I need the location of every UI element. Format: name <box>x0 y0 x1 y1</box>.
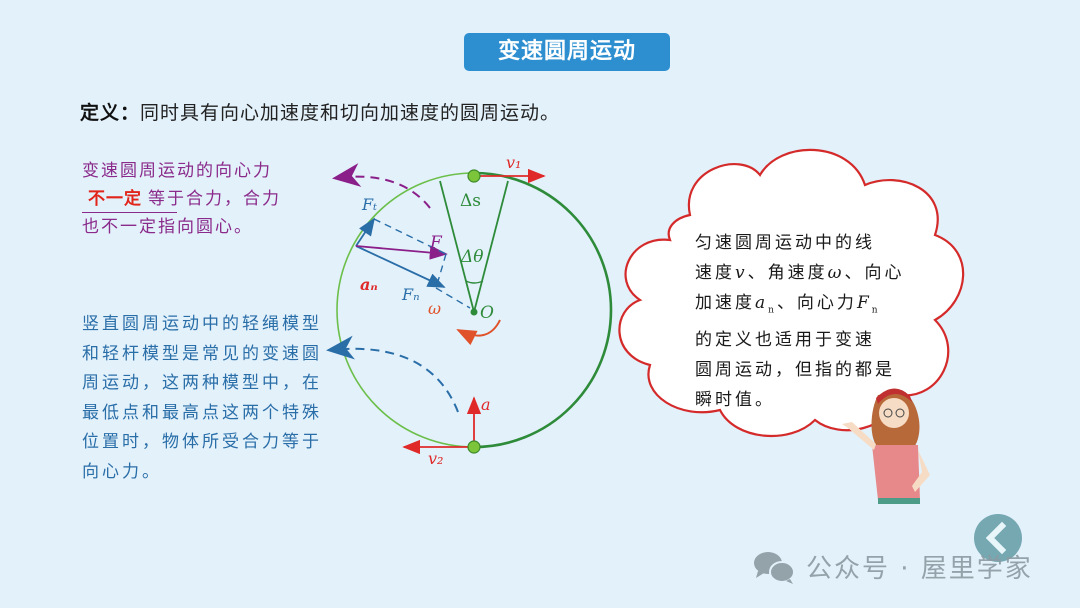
label-v2: v₂ <box>428 449 443 468</box>
cloud-line-2b: 、角速度 <box>747 263 828 283</box>
cloud-line-3a: 加速度 <box>695 293 755 313</box>
emphasis-underline <box>82 212 177 213</box>
definition: 定义：同时具有向心加速度和切向加速度的圆周运动。 <box>80 98 560 125</box>
circle-arc-left <box>336 172 475 448</box>
label-delta-theta: Δθ <box>460 247 484 267</box>
watermark-text: 公众号 · 屋里学家 <box>806 554 1033 584</box>
label-an: aₙ <box>360 275 378 294</box>
label-ft: Fₜ <box>361 195 377 214</box>
emphasis-text: 不一定 <box>88 189 142 209</box>
chevron-left-icon <box>985 521 1007 555</box>
teacher-illustration <box>842 388 930 504</box>
symbol-fn-sub: n <box>871 305 881 316</box>
blue-pointer-arrow <box>326 335 459 413</box>
back-button[interactable] <box>974 514 1022 562</box>
label-v1: v₁ <box>506 153 521 172</box>
cloud-line-2a: 速度 <box>695 263 735 283</box>
cloud-line-2c: 、向心 <box>844 263 905 283</box>
watermark: 公众号 · 屋里学家 <box>752 548 1033 585</box>
circle-arc-right <box>473 171 613 449</box>
label-delta-s: Δs <box>460 191 481 211</box>
label-omega: ω <box>428 299 441 318</box>
symbol-omega: ω <box>827 263 845 283</box>
cloud-line-4: 的定义也适用于变速 <box>695 330 875 351</box>
slide-title: 变速圆周运动 <box>464 33 670 71</box>
note-line-2: 不一定等于合力，合力 <box>82 185 322 213</box>
definition-text: 同时具有向心加速度和切向加速度的圆周运动。 <box>140 102 561 124</box>
cloud-line-1: 匀速圆周运动中的线 <box>695 233 875 253</box>
wechat-icon <box>754 551 795 584</box>
cloud-line-3b: 、向心力 <box>776 293 857 313</box>
cloud-text: 匀速圆周运动中的线 速度v、角速度ω、向心 加速度an、向心力Fn 的定义也适用… <box>695 228 923 415</box>
centripetal-force-note: 变速圆周运动的向心力 不一定等于合力，合力 也不一定指向圆心。 <box>82 157 322 241</box>
definition-label: 定义： <box>80 102 141 124</box>
cloud-line-5: 圆周运动，但指的都是 <box>695 360 895 381</box>
cloud-line-3: 加速度an、向心力Fn <box>695 288 923 325</box>
note-line-2-rest: 等于合力，合力 <box>148 189 281 209</box>
note-line-3: 也不一定指向圆心。 <box>82 217 253 237</box>
purple-pointer-arrow <box>332 163 431 209</box>
ball-bottom <box>467 440 481 454</box>
label-a: a <box>481 395 491 414</box>
label-fn: Fₙ <box>401 285 420 304</box>
cloud-line-2: 速度v、角速度ω、向心 <box>695 258 923 288</box>
symbol-v: v <box>735 263 748 283</box>
label-f: F <box>429 233 443 253</box>
cloud-line-6: 瞬时值。 <box>695 390 775 411</box>
label-o: O <box>480 303 494 323</box>
ball-top <box>467 169 481 183</box>
symbol-an-sub: n <box>768 305 777 316</box>
symbol-fn: F <box>856 293 872 313</box>
note-line-1: 变速圆周运动的向心力 <box>82 161 272 181</box>
symbol-an: a <box>755 293 769 313</box>
vertical-circle-note: 竖直圆周运动中的轻绳模型和轻杆模型是常见的变速圆周运动，这两种模型中，在最低点和… <box>82 314 322 482</box>
